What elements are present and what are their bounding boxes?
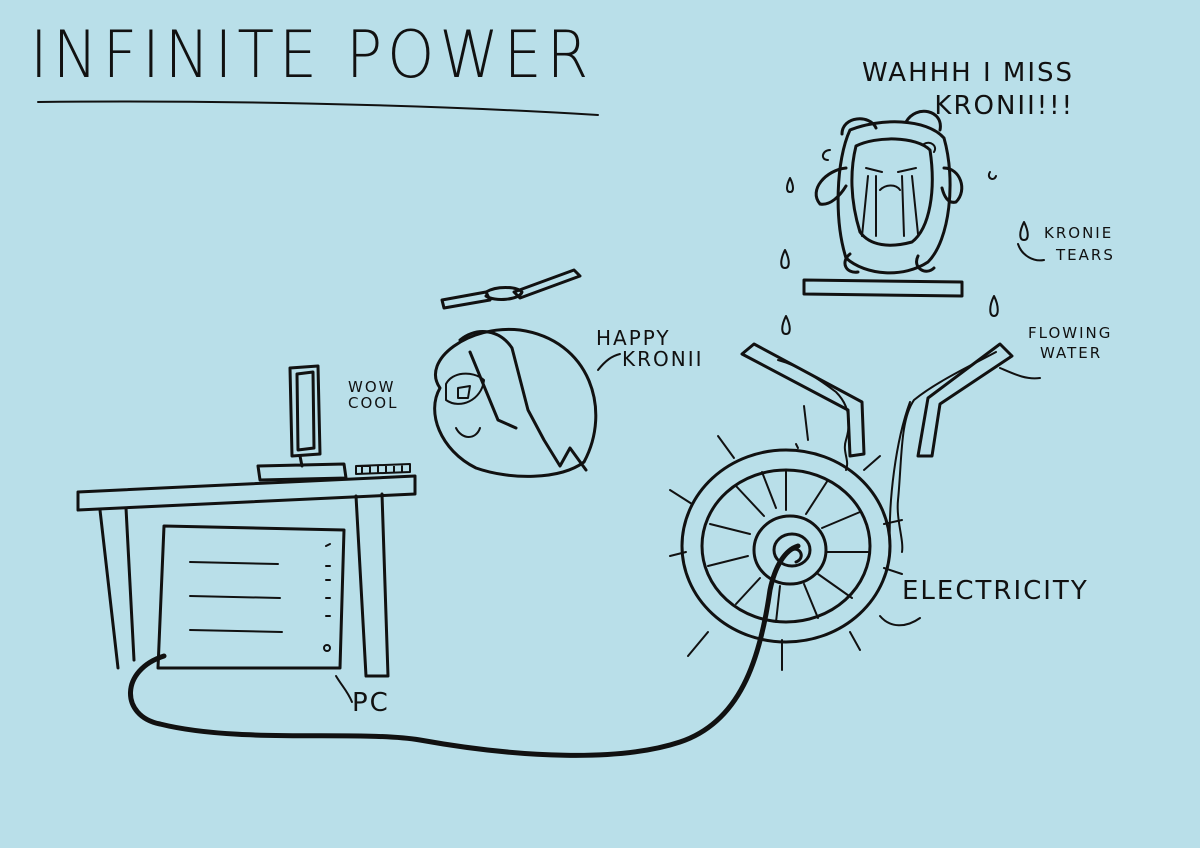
pc-tower: [156, 524, 346, 670]
mascot-arm-left: [814, 166, 848, 206]
mascot-eyes: [865, 167, 917, 173]
happy-pointer-line: [597, 353, 621, 371]
wheel-spokes: [707, 469, 869, 623]
water-right: [888, 351, 997, 553]
desk-top: [76, 474, 417, 512]
tear-drops: [780, 177, 1029, 335]
kronie-tears-line-1: KRONIE: [1044, 224, 1114, 242]
wheel-hub-outer: [752, 514, 828, 586]
tears-pointer-line: [1017, 243, 1045, 262]
keyboard: [355, 463, 411, 475]
power-cable: [128, 543, 801, 758]
monitor-stand: [256, 454, 348, 482]
mascot-ear-right: [904, 109, 942, 132]
flowing-water-line-1: FLOWING: [1028, 324, 1113, 342]
electricity-label: ELECTRICITY: [902, 576, 1089, 606]
kronie-tears-line-2: TEARS: [1056, 245, 1115, 264]
channel-right: [916, 342, 1014, 458]
mascot-tears-streams: [861, 175, 919, 237]
wahhh-label: WAHHH I MISS KRONII!!!: [862, 58, 1075, 122]
desk-right-leg: [354, 492, 390, 678]
kronii-hair: [458, 330, 588, 472]
wow-cool-label: WOW COOL: [348, 378, 399, 412]
mascot-body: [836, 120, 952, 275]
mascot-platform: [802, 278, 964, 298]
wow-cool-line-1: WOW: [348, 378, 396, 396]
monitor-screen: [288, 364, 322, 458]
water-left: [777, 359, 850, 471]
mascot-sweat: [822, 141, 997, 180]
desk-left-leg: [98, 506, 136, 670]
pc-pointer-line: [335, 675, 353, 703]
pc-label: PC: [352, 688, 390, 718]
water-channels: [740, 342, 1014, 553]
wheel-hub-swirl: [790, 547, 803, 564]
happy-kronii-line-1: HAPPY: [596, 326, 671, 350]
desk: [76, 474, 417, 678]
kronii-smile: [455, 427, 481, 438]
monitor: [256, 364, 348, 482]
mascot-ear-left: [840, 117, 878, 136]
happy-kronii: [433, 268, 598, 478]
happy-kronii-label: HAPPY KRONII: [596, 328, 704, 370]
kronii-head: [433, 327, 598, 478]
wahhh-line-2: KRONII!!!: [934, 91, 1075, 122]
mascot-arm-right: [940, 166, 964, 204]
mascot-face: [850, 137, 934, 247]
flowing-water-label: FLOWING WATER: [1028, 324, 1113, 362]
wow-cool-line-2: COOL: [348, 393, 399, 412]
wheel-hub-inner: [772, 532, 812, 568]
wahhh-line-1: WAHHH I MISS: [862, 58, 1075, 88]
water-pointer-line: [999, 367, 1041, 380]
title-underline: [37, 100, 599, 116]
page-title: INFINITE POWER: [30, 17, 594, 94]
wheel-rays: [669, 405, 903, 671]
water-wheel: [669, 405, 903, 671]
kronie-tears-label: KRONIE TEARS: [1044, 224, 1115, 264]
happy-kronii-line-2: KRONII: [622, 347, 704, 371]
flowing-water-line-2: WATER: [1040, 343, 1103, 362]
propeller: [440, 268, 582, 310]
kronii-eye: [445, 372, 485, 405]
electricity-pointer-line: [879, 615, 921, 627]
mascot-feet: [843, 252, 936, 274]
crying-mascot: [814, 109, 997, 275]
